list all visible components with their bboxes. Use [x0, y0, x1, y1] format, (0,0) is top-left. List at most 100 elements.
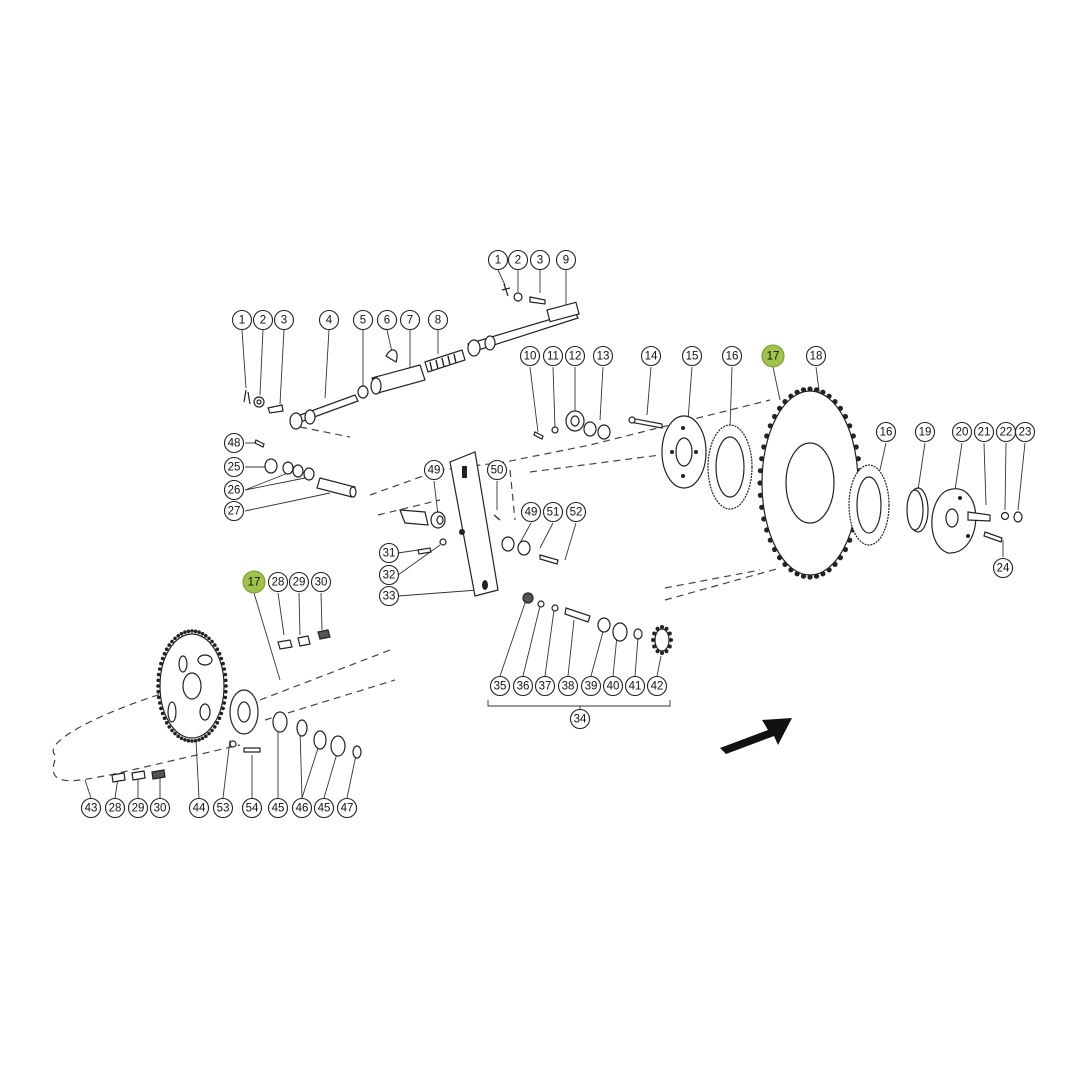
callout-6: 6: [376, 309, 398, 331]
callout-15: 15: [681, 345, 703, 367]
callout-20: 20: [951, 421, 973, 443]
callout-23: 23: [1014, 421, 1036, 443]
callout-44: 44: [188, 797, 210, 819]
callout-17: 17: [242, 570, 266, 594]
callout-27: 27: [223, 500, 245, 522]
callout-36: 36: [512, 675, 534, 697]
callout-22: 22: [995, 421, 1017, 443]
svg-text:39: 39: [585, 681, 598, 693]
svg-text:3: 3: [281, 315, 287, 327]
svg-text:12: 12: [569, 351, 582, 363]
svg-text:44: 44: [193, 803, 206, 815]
chain-paths: [52, 399, 781, 782]
svg-text:15: 15: [686, 351, 699, 363]
svg-text:32: 32: [383, 570, 396, 582]
callout-51: 51: [542, 501, 564, 523]
callout-28: 28: [104, 797, 126, 819]
callout-1: 1: [487, 249, 509, 271]
svg-text:40: 40: [607, 681, 620, 693]
svg-text:30: 30: [154, 803, 167, 815]
svg-text:2: 2: [260, 315, 266, 327]
callout-12: 12: [564, 345, 586, 367]
svg-text:50: 50: [491, 465, 504, 477]
svg-text:29: 29: [293, 577, 306, 589]
callout-34: 34: [569, 708, 591, 730]
callout-14: 14: [640, 345, 662, 367]
svg-text:28: 28: [272, 577, 285, 589]
svg-text:45: 45: [318, 803, 331, 815]
callout-40: 40: [602, 675, 624, 697]
idler-hardware: [522, 592, 673, 655]
svg-text:21: 21: [978, 427, 991, 439]
callout-3: 3: [273, 309, 295, 331]
svg-text:17: 17: [248, 577, 261, 589]
svg-text:18: 18: [810, 351, 823, 363]
svg-text:49: 49: [428, 465, 441, 477]
svg-text:20: 20: [956, 427, 969, 439]
svg-text:49: 49: [525, 507, 538, 519]
left-shaft-assembly: [243, 349, 466, 430]
svg-text:19: 19: [919, 427, 932, 439]
callout-19: 19: [914, 421, 936, 443]
svg-text:51: 51: [547, 507, 560, 519]
svg-text:8: 8: [435, 315, 441, 327]
svg-text:1: 1: [239, 315, 245, 327]
svg-text:4: 4: [326, 315, 333, 327]
callout-43: 43: [80, 797, 102, 819]
callout-3: 3: [529, 249, 551, 271]
callout-31: 31: [378, 542, 400, 564]
mid-hardware: [533, 410, 663, 440]
callout-54: 54: [241, 797, 263, 819]
svg-text:38: 38: [562, 681, 575, 693]
callout-10: 10: [519, 345, 541, 367]
svg-text:16: 16: [880, 427, 893, 439]
callout-45: 45: [313, 797, 335, 819]
svg-text:30: 30: [315, 577, 328, 589]
svg-text:36: 36: [517, 681, 530, 693]
svg-text:3: 3: [537, 255, 543, 267]
callout-2: 2: [507, 249, 529, 271]
svg-text:29: 29: [132, 803, 145, 815]
callout-2: 2: [252, 309, 274, 331]
svg-text:46: 46: [296, 803, 309, 815]
callout-28: 28: [267, 571, 289, 593]
top-shaft-assembly: [467, 283, 580, 357]
callout-49: 49: [520, 501, 542, 523]
callout-50: 50: [486, 459, 508, 481]
svg-text:11: 11: [547, 351, 559, 363]
svg-text:53: 53: [217, 803, 230, 815]
callout-41: 41: [624, 675, 646, 697]
callout-8: 8: [427, 309, 449, 331]
callout-52: 52: [565, 501, 587, 523]
svg-text:26: 26: [228, 485, 241, 497]
callout-29: 29: [127, 797, 149, 819]
svg-text:14: 14: [645, 351, 658, 363]
callout-26: 26: [223, 479, 245, 501]
callout-24: 24: [992, 557, 1014, 579]
callout-45: 45: [267, 797, 289, 819]
callout-30: 30: [149, 797, 171, 819]
svg-text:43: 43: [85, 803, 98, 815]
svg-text:22: 22: [1000, 427, 1013, 439]
callout-29: 29: [288, 571, 310, 593]
callout-49: 49: [423, 459, 445, 481]
callout-1: 1: [231, 309, 253, 331]
callout-7: 7: [399, 309, 421, 331]
svg-text:31: 31: [383, 548, 396, 560]
callout-39: 39: [580, 675, 602, 697]
callout-35: 35: [489, 675, 511, 697]
callout-33: 33: [378, 585, 400, 607]
svg-text:2: 2: [515, 255, 521, 267]
callout-37: 37: [534, 675, 556, 697]
svg-text:23: 23: [1019, 427, 1032, 439]
svg-text:54: 54: [246, 803, 259, 815]
callout-38: 38: [557, 675, 579, 697]
svg-text:41: 41: [629, 681, 642, 693]
callout-48: 48: [223, 432, 245, 454]
right-sprocket-assembly: [661, 386, 1023, 580]
callout-13: 13: [592, 345, 614, 367]
svg-text:47: 47: [341, 803, 354, 815]
svg-text:42: 42: [651, 681, 664, 693]
svg-text:52: 52: [570, 507, 583, 519]
